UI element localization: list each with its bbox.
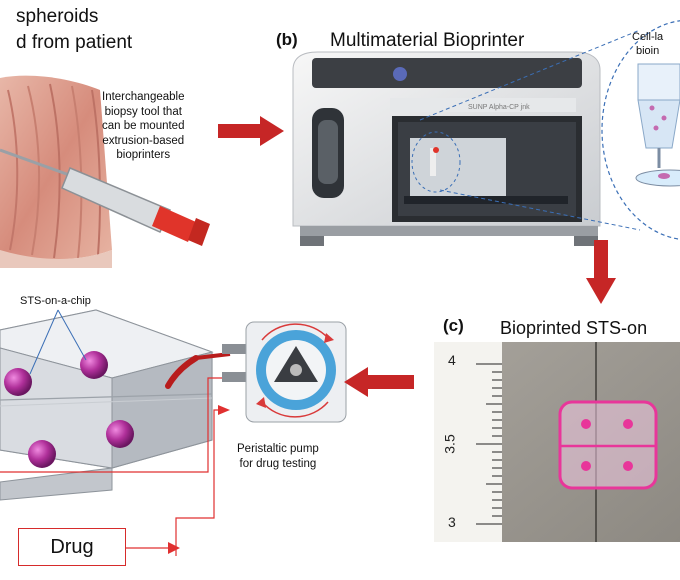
biopsy-note-line: extrusion-based	[102, 134, 185, 147]
tubing	[195, 352, 231, 360]
biopsy-syringe	[0, 148, 210, 246]
drug-flow-lines	[0, 377, 222, 556]
tubing	[165, 355, 199, 389]
zoom-dashed-lines	[411, 20, 680, 240]
panel-b-title: Multimaterial Bioprinter	[330, 30, 525, 51]
biopsy-note-line: bioprinters	[116, 149, 171, 161]
cell-ink-line: bioin	[635, 45, 660, 57]
drug-box: Drug	[18, 528, 126, 566]
panel-c-title: Bioprinted STS-on	[500, 318, 648, 338]
pump-label: Peristaltic pump for drug testing	[237, 442, 319, 472]
ruler-label: 3.5	[441, 434, 458, 454]
pump-inlet-arrow-head	[218, 405, 230, 415]
ruler-label: 3	[448, 514, 456, 530]
bioprinter-image: SUNP Alpha-CP jnk	[292, 51, 601, 246]
cell-laden-bioink-label: Cell-la bioin	[632, 30, 663, 58]
panel-c-letter: (c)	[443, 316, 464, 335]
bioprinted-chip-photo	[434, 342, 680, 542]
drug-arrow-head	[168, 542, 180, 554]
chip-pointer-lines	[29, 309, 87, 375]
spheroid	[28, 440, 56, 468]
ruler-label: 4	[448, 352, 456, 368]
pump-label-line: for drug testing	[239, 458, 317, 470]
biopsy-note-line: biopsy tool that	[104, 105, 182, 118]
pump-label-line: Peristaltic pump	[237, 443, 319, 455]
biopsy-tool-note: Interchangeable biopsy tool that can be …	[102, 90, 184, 163]
spheroid	[80, 351, 108, 379]
panel-a-heading-line1: spheroids	[16, 6, 99, 27]
cell-ink-line: Cell-la	[632, 31, 664, 43]
bioink-nozzle-inset	[635, 63, 680, 187]
panel-a-heading: spheroids d from patient	[16, 4, 132, 56]
biopsy-note-line: Interchangeable	[102, 91, 185, 103]
biopsy-note-line: can be mounted	[102, 120, 185, 132]
panel-a-heading-line2: d from patient	[16, 32, 133, 53]
muscle-tissue-image	[0, 75, 112, 268]
printer-brand-text: SUNP Alpha-CP jnk	[468, 104, 530, 111]
arrow-b-to-c	[586, 240, 616, 304]
spheroid	[4, 368, 32, 396]
arrow-c-to-pump	[344, 367, 414, 397]
panel-b-letter: (b)	[276, 30, 298, 49]
sts-chip-label: STS-on-a-chip	[20, 295, 91, 307]
spheroid	[106, 420, 134, 448]
arrow-a-to-b	[218, 116, 284, 146]
peristaltic-pump-image	[222, 321, 347, 423]
bioprinted-construct	[558, 400, 658, 490]
ruler-ticks	[476, 363, 502, 525]
